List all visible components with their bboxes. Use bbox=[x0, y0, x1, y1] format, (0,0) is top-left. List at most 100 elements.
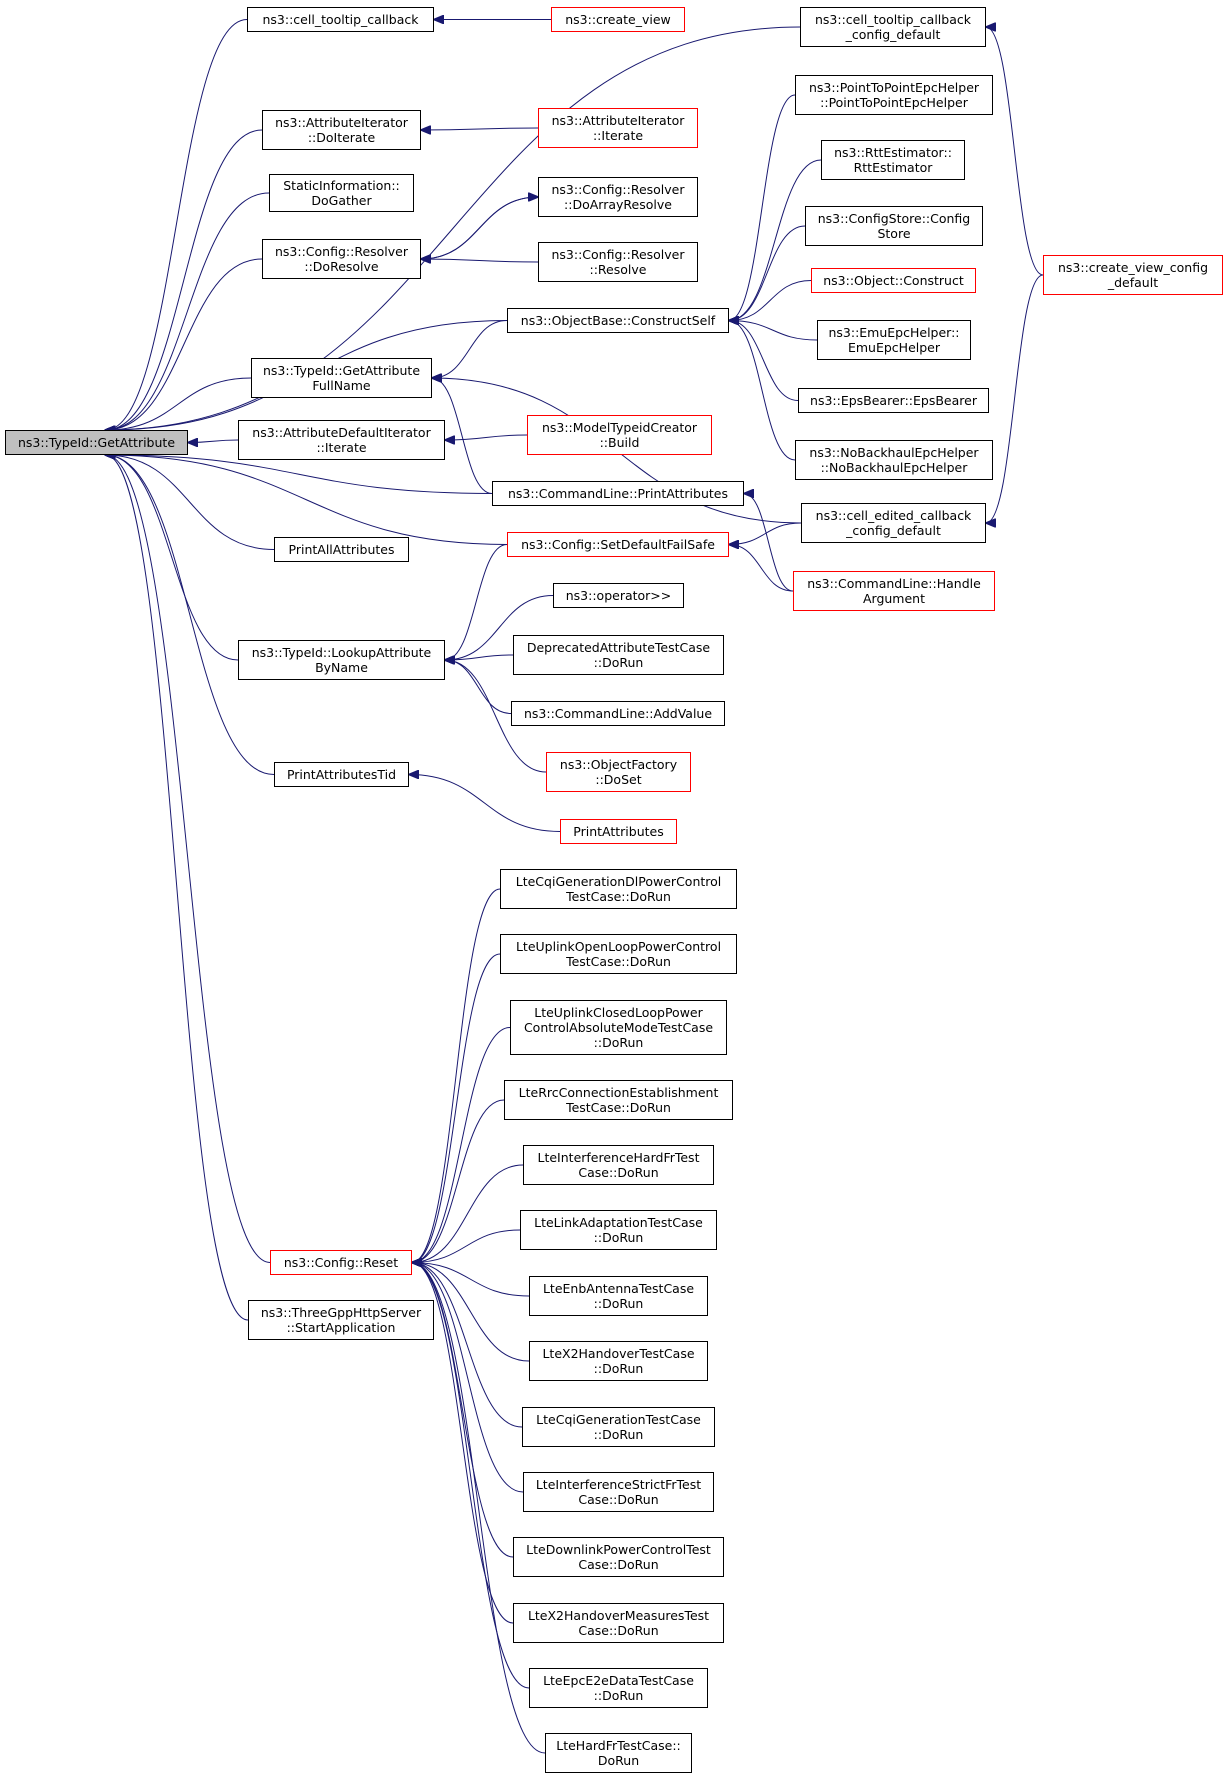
edge-cfgreset-to-t4 bbox=[412, 1099, 505, 1263]
node-t2[interactable]: LteUplinkOpenLoopPowerControl TestCase::… bbox=[500, 934, 737, 974]
node-doarray[interactable]: ns3::Config::Resolver ::DoArrayResolve bbox=[538, 177, 698, 217]
edge-getattr-to-cell_tooltip_def bbox=[106, 26, 801, 430]
node-epsbearer[interactable]: ns3::EpsBearer::EpsBearer bbox=[798, 388, 989, 413]
edge-setdefaultfs-to-handlearg bbox=[729, 545, 794, 592]
edge-getattr-to-printattrstid bbox=[106, 455, 275, 775]
node-printattrstid[interactable]: PrintAttributesTid bbox=[274, 762, 409, 787]
node-t14[interactable]: LteHardFrTestCase:: DoRun bbox=[545, 1733, 692, 1773]
node-t5[interactable]: LteInterferenceHardFrTest Case::DoRun bbox=[523, 1145, 714, 1185]
node-attr-iter-iterate[interactable]: ns3::AttributeIterator ::Iterate bbox=[538, 108, 698, 148]
edge-lookupattr-to-addvalue bbox=[445, 660, 512, 714]
edge-doresolve-to-resolve bbox=[421, 259, 539, 262]
node-t10[interactable]: LteInterferenceStrictFrTest Case::DoRun bbox=[523, 1472, 714, 1512]
edge-getattr-to-cell_tooltip bbox=[106, 19, 248, 431]
node-attrdef-iterate[interactable]: ns3::AttributeDefaultIterator ::Iterate bbox=[238, 420, 445, 460]
edge-lookupattr-to-objfactory bbox=[445, 660, 547, 773]
edge-cell_edited-to-create_view_cfg bbox=[986, 274, 1044, 523]
node-cell-tooltip-def[interactable]: ns3::cell_tooltip_callback _config_defau… bbox=[800, 7, 986, 47]
edge-cfgreset-to-t12 bbox=[412, 1263, 514, 1624]
node-doresolve[interactable]: ns3::Config::Resolver ::DoResolve bbox=[262, 239, 421, 279]
node-printattrs[interactable]: PrintAttributes bbox=[560, 819, 677, 844]
edge-getattr-to-printallattrs bbox=[106, 455, 275, 550]
node-create-view[interactable]: ns3::create_view bbox=[551, 7, 685, 32]
node-t6[interactable]: LteLinkAdaptationTestCase ::DoRun bbox=[520, 1210, 717, 1250]
node-threegpp[interactable]: ns3::ThreeGppHttpServer ::StartApplicati… bbox=[248, 1300, 434, 1340]
edge-constructself-to-rtt bbox=[729, 159, 822, 321]
node-printallattrs[interactable]: PrintAllAttributes bbox=[274, 537, 409, 562]
edge-getattr-to-setdefaultfs bbox=[106, 455, 508, 545]
edge-cfgreset-to-t13 bbox=[412, 1263, 530, 1689]
edge-getattr-to-threegpp bbox=[106, 455, 249, 1321]
node-emu[interactable]: ns3::EmuEpcHelper:: EmuEpcHelper bbox=[817, 320, 971, 360]
edge-lookupattr-to-operator bbox=[445, 595, 554, 661]
node-cfgreset[interactable]: ns3::Config::Reset bbox=[270, 1250, 412, 1275]
edge-getattr-to-attrdef_iterate bbox=[188, 440, 239, 443]
edge-doarray-to-doresolve bbox=[420, 197, 538, 260]
node-t12[interactable]: LteX2HandoverMeasuresTest Case::DoRun bbox=[513, 1603, 724, 1643]
node-t3[interactable]: LteUplinkClosedLoopPower ControlAbsolute… bbox=[510, 1000, 727, 1055]
edge-constructself-to-emu bbox=[729, 321, 818, 341]
edge-cfgreset-to-t5 bbox=[412, 1164, 524, 1263]
node-t11[interactable]: LteDownlinkPowerControlTest Case::DoRun bbox=[513, 1537, 724, 1577]
edge-setdefaultfs-to-cell_edited bbox=[729, 522, 802, 545]
edge-printattrstid-to-printattrs bbox=[409, 775, 561, 832]
edge-cfgreset-to-t3 bbox=[412, 1027, 511, 1263]
edge-getattr-to-static_info bbox=[106, 192, 270, 430]
edge-getattr-to-getattrfull bbox=[106, 377, 252, 430]
edge-constructself-to-obj_construct bbox=[729, 280, 812, 321]
edge-getattr-to-lookupattr bbox=[106, 455, 239, 661]
node-t7[interactable]: LteEnbAntennaTestCase ::DoRun bbox=[529, 1276, 708, 1316]
edge-getattr-to-cfgreset bbox=[106, 455, 271, 1263]
node-getattr: ns3::TypeId::GetAttribute bbox=[5, 430, 188, 455]
node-create-view-cfg[interactable]: ns3::create_view_config _default bbox=[1043, 255, 1223, 295]
node-cmd-printattrs[interactable]: ns3::CommandLine::PrintAttributes bbox=[492, 481, 744, 506]
node-attr-iter-doiterate[interactable]: ns3::AttributeIterator ::DoIterate bbox=[262, 110, 421, 150]
edge-lookupattr-to-setdefaultfs bbox=[445, 544, 508, 661]
edge-cell_tooltip_def-to-create_view_cfg bbox=[986, 27, 1044, 276]
edge-getattr-to-doresolve bbox=[106, 258, 263, 430]
node-cell-edited[interactable]: ns3::cell_edited_callback _config_defaul… bbox=[801, 503, 986, 543]
edge-cfgreset-to-t14 bbox=[412, 1263, 546, 1754]
node-modeltypeid[interactable]: ns3::ModelTypeidCreator ::Build bbox=[527, 415, 712, 455]
edge-cfgreset-to-t1 bbox=[412, 888, 501, 1263]
edge-constructself-to-epsbearer bbox=[729, 321, 799, 401]
node-operator[interactable]: ns3::operator>> bbox=[553, 583, 684, 608]
node-nobackhaul[interactable]: ns3::NoBackhaulEpcHelper ::NoBackhaulEpc… bbox=[795, 440, 993, 480]
edge-cfgreset-to-t2 bbox=[412, 953, 501, 1263]
node-getattrfull[interactable]: ns3::TypeId::GetAttribute FullName bbox=[251, 358, 432, 398]
edge-getattrfull-to-cmd_printattrs bbox=[432, 378, 493, 494]
edge-getattr-to-attr_iter_doiterate bbox=[106, 129, 263, 430]
node-configstore[interactable]: ns3::ConfigStore::Config Store bbox=[805, 206, 983, 246]
edge-cfgreset-to-t9 bbox=[412, 1263, 523, 1428]
node-ptp[interactable]: ns3::PointToPointEpcHelper ::PointToPoin… bbox=[795, 75, 993, 115]
node-setdefaultfs[interactable]: ns3::Config::SetDefaultFailSafe bbox=[507, 532, 729, 557]
node-t8[interactable]: LteX2HandoverTestCase ::DoRun bbox=[529, 1341, 708, 1381]
node-lookupattr[interactable]: ns3::TypeId::LookupAttribute ByName bbox=[238, 640, 445, 680]
node-addvalue[interactable]: ns3::CommandLine::AddValue bbox=[511, 701, 725, 726]
node-rtt[interactable]: ns3::RttEstimator:: RttEstimator bbox=[821, 140, 965, 180]
node-deprecated[interactable]: DeprecatedAttributeTestCase ::DoRun bbox=[513, 635, 724, 675]
edge-cfgreset-to-t7 bbox=[412, 1263, 530, 1297]
edge-getattrfull-to-constructself bbox=[432, 320, 508, 379]
node-objfactory[interactable]: ns3::ObjectFactory ::DoSet bbox=[546, 752, 691, 792]
edge-cmd_printattrs-to-handlearg bbox=[744, 494, 794, 592]
node-t1[interactable]: LteCqiGenerationDlPowerControl TestCase:… bbox=[500, 869, 737, 909]
edge-attrdef_iterate-to-modeltypeid bbox=[445, 434, 528, 440]
edge-constructself-to-nobackhaul bbox=[729, 321, 796, 461]
node-resolve[interactable]: ns3::Config::Resolver ::Resolve bbox=[538, 242, 698, 282]
edge-cfgreset-to-t6 bbox=[412, 1229, 521, 1263]
edge-constructself-to-ptp bbox=[729, 94, 796, 321]
node-t13[interactable]: LteEpcE2eDataTestCase ::DoRun bbox=[529, 1668, 708, 1708]
node-t9[interactable]: LteCqiGenerationTestCase ::DoRun bbox=[522, 1407, 715, 1447]
edge-constructself-to-configstore bbox=[729, 225, 806, 321]
node-handlearg[interactable]: ns3::CommandLine::Handle Argument bbox=[793, 571, 995, 611]
edge-cfgreset-to-t10 bbox=[412, 1263, 524, 1493]
node-obj-construct[interactable]: ns3::Object::Construct bbox=[811, 268, 976, 293]
node-t4[interactable]: LteRrcConnectionEstablishment TestCase::… bbox=[504, 1080, 733, 1120]
edge-attr_iter_doiterate-to-attr_iter_iterate bbox=[421, 128, 539, 130]
node-cell-tooltip[interactable]: ns3::cell_tooltip_callback bbox=[247, 7, 434, 32]
node-constructself[interactable]: ns3::ObjectBase::ConstructSelf bbox=[507, 308, 729, 333]
node-static-info[interactable]: StaticInformation:: DoGather bbox=[269, 174, 414, 212]
edge-getattr-to-cmd_printattrs bbox=[106, 455, 493, 494]
